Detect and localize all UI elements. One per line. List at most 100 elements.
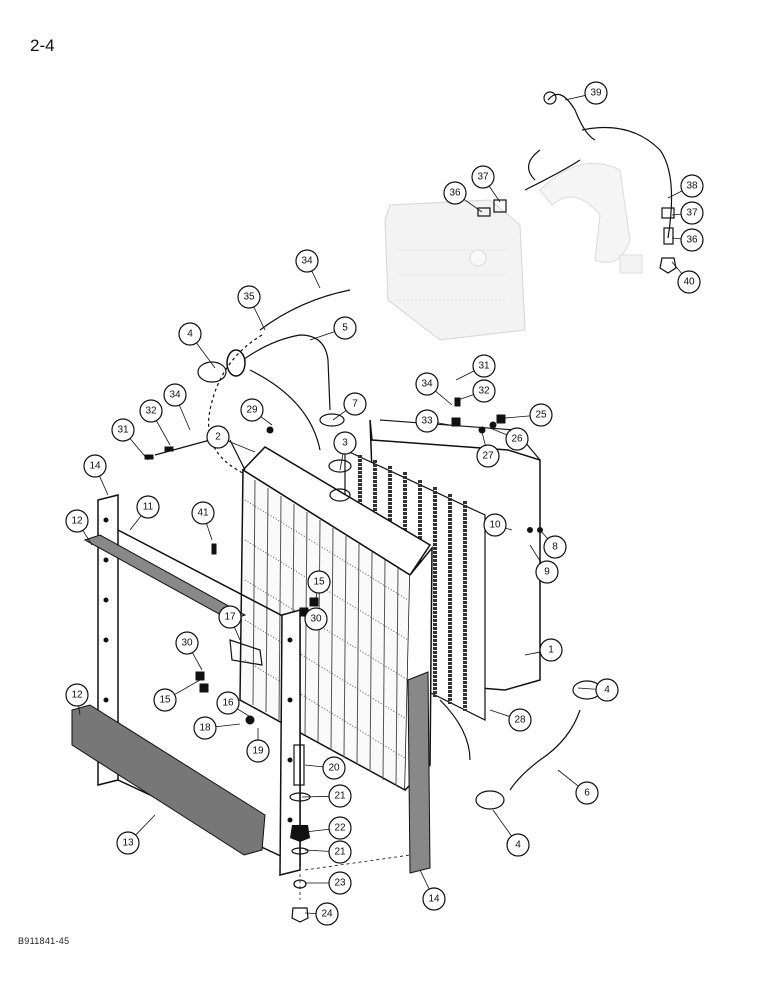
callout-circle [191, 501, 215, 525]
callout-number: 33 [421, 416, 433, 427]
callout-circle [153, 688, 177, 712]
callout-circle [65, 509, 89, 533]
callout-c36b: 36 [680, 228, 704, 252]
leader-line-c38 [667, 190, 683, 199]
callout-c6: 6 [575, 781, 599, 805]
callout-number: 17 [224, 612, 236, 623]
callout-number: 22 [334, 823, 346, 834]
callout-number: 37 [686, 208, 698, 219]
callout-number: 16 [222, 698, 234, 709]
callout-leaders [78, 95, 683, 914]
callout-c23: 23 [328, 871, 352, 895]
callout-c7: 7 [343, 392, 367, 416]
page-number: 2-4 [30, 36, 55, 55]
leader-line-c32b [156, 420, 171, 446]
callout-c32a: 32 [472, 379, 496, 403]
callout-number: 10 [489, 520, 501, 531]
callout-circle [322, 756, 346, 780]
callout-number: 13 [122, 838, 134, 849]
callout-number: 21 [334, 791, 346, 802]
callout-c36a: 36 [443, 181, 467, 205]
callout-c12a: 12 [65, 509, 89, 533]
callout-c39: 39 [584, 81, 608, 105]
callout-number: 6 [584, 788, 590, 799]
callout-number: 31 [117, 425, 129, 436]
callout-number: 11 [143, 502, 154, 513]
leader-line-c6 [557, 769, 579, 787]
callout-circle [328, 840, 352, 864]
callout-circle [307, 570, 331, 594]
callout-circle [116, 831, 140, 855]
callout-number: 20 [328, 763, 340, 774]
lower-radiator-hose [439, 699, 581, 791]
leader-line-c26 [489, 427, 507, 436]
callout-number: 32 [478, 386, 490, 397]
callout-number: 35 [243, 292, 255, 303]
callout-c14a: 14 [83, 454, 107, 478]
callout-number: 28 [514, 715, 526, 726]
callout-c37a: 37 [471, 165, 495, 189]
callout-circle [680, 174, 704, 198]
callout-c15b: 15 [153, 688, 177, 712]
callout-circle [677, 270, 701, 294]
callout-c22: 22 [328, 816, 352, 840]
callout-c16: 16 [216, 691, 240, 715]
callout-circle [237, 285, 261, 309]
callout-c35: 35 [237, 285, 261, 309]
callout-number: 19 [252, 746, 264, 757]
callout-number: 5 [342, 323, 348, 334]
callout-c18: 18 [193, 716, 217, 740]
callout-circle [304, 607, 328, 631]
leader-line-c29 [260, 416, 273, 426]
leader-line-c3 [339, 453, 344, 471]
leader-line-c34a [435, 390, 453, 406]
callout-c25: 25 [529, 403, 553, 427]
leader-line-c4b [577, 687, 597, 690]
callout-number: 4 [604, 685, 610, 696]
callout-c31a: 31 [472, 354, 496, 378]
callout-number: 32 [145, 406, 157, 417]
callout-circle [328, 784, 352, 808]
leader-line-c15b [174, 679, 201, 695]
callout-number: 34 [421, 379, 433, 390]
callout-c4b: 4 [595, 678, 619, 702]
callout-number: 15 [313, 577, 325, 588]
leader-line-c33 [437, 422, 451, 426]
leader-line-c40 [671, 261, 683, 274]
callout-circle [472, 379, 496, 403]
upper-radiator-hose [226, 334, 331, 451]
callout-number: 29 [246, 405, 258, 416]
fittings-top [477, 199, 677, 274]
leader-line-c9 [529, 544, 542, 563]
leader-line-c4c [492, 809, 512, 837]
callout-number: 1 [548, 645, 554, 656]
callout-circle [178, 322, 202, 346]
callout-c5: 5 [333, 316, 357, 340]
leader-line-c8 [539, 529, 549, 540]
callout-number: 26 [511, 434, 523, 445]
callout-circle [328, 816, 352, 840]
callout-c30a: 30 [304, 607, 328, 631]
leader-line-c30b [191, 652, 203, 671]
callout-circle [443, 181, 467, 205]
callout-circle [575, 781, 599, 805]
callout-number: 18 [199, 723, 211, 734]
leader-line-c7 [332, 410, 347, 421]
callout-number: 8 [552, 542, 558, 553]
callout-c34b: 34 [163, 383, 187, 407]
callout-circle [543, 535, 567, 559]
leader-line-c31a [455, 370, 475, 381]
leader-line-c5 [309, 331, 335, 341]
callout-circle [175, 631, 199, 655]
leader-line-c2 [228, 440, 256, 453]
callout-number: 27 [482, 451, 494, 462]
callout-circle [476, 444, 500, 468]
leader-line-c30a [304, 607, 309, 612]
callout-c33: 33 [415, 409, 439, 433]
callout-c14b: 14 [422, 887, 446, 911]
callout-circle [680, 201, 704, 225]
callout-circle [193, 716, 217, 740]
leader-line-c14b [419, 869, 430, 890]
